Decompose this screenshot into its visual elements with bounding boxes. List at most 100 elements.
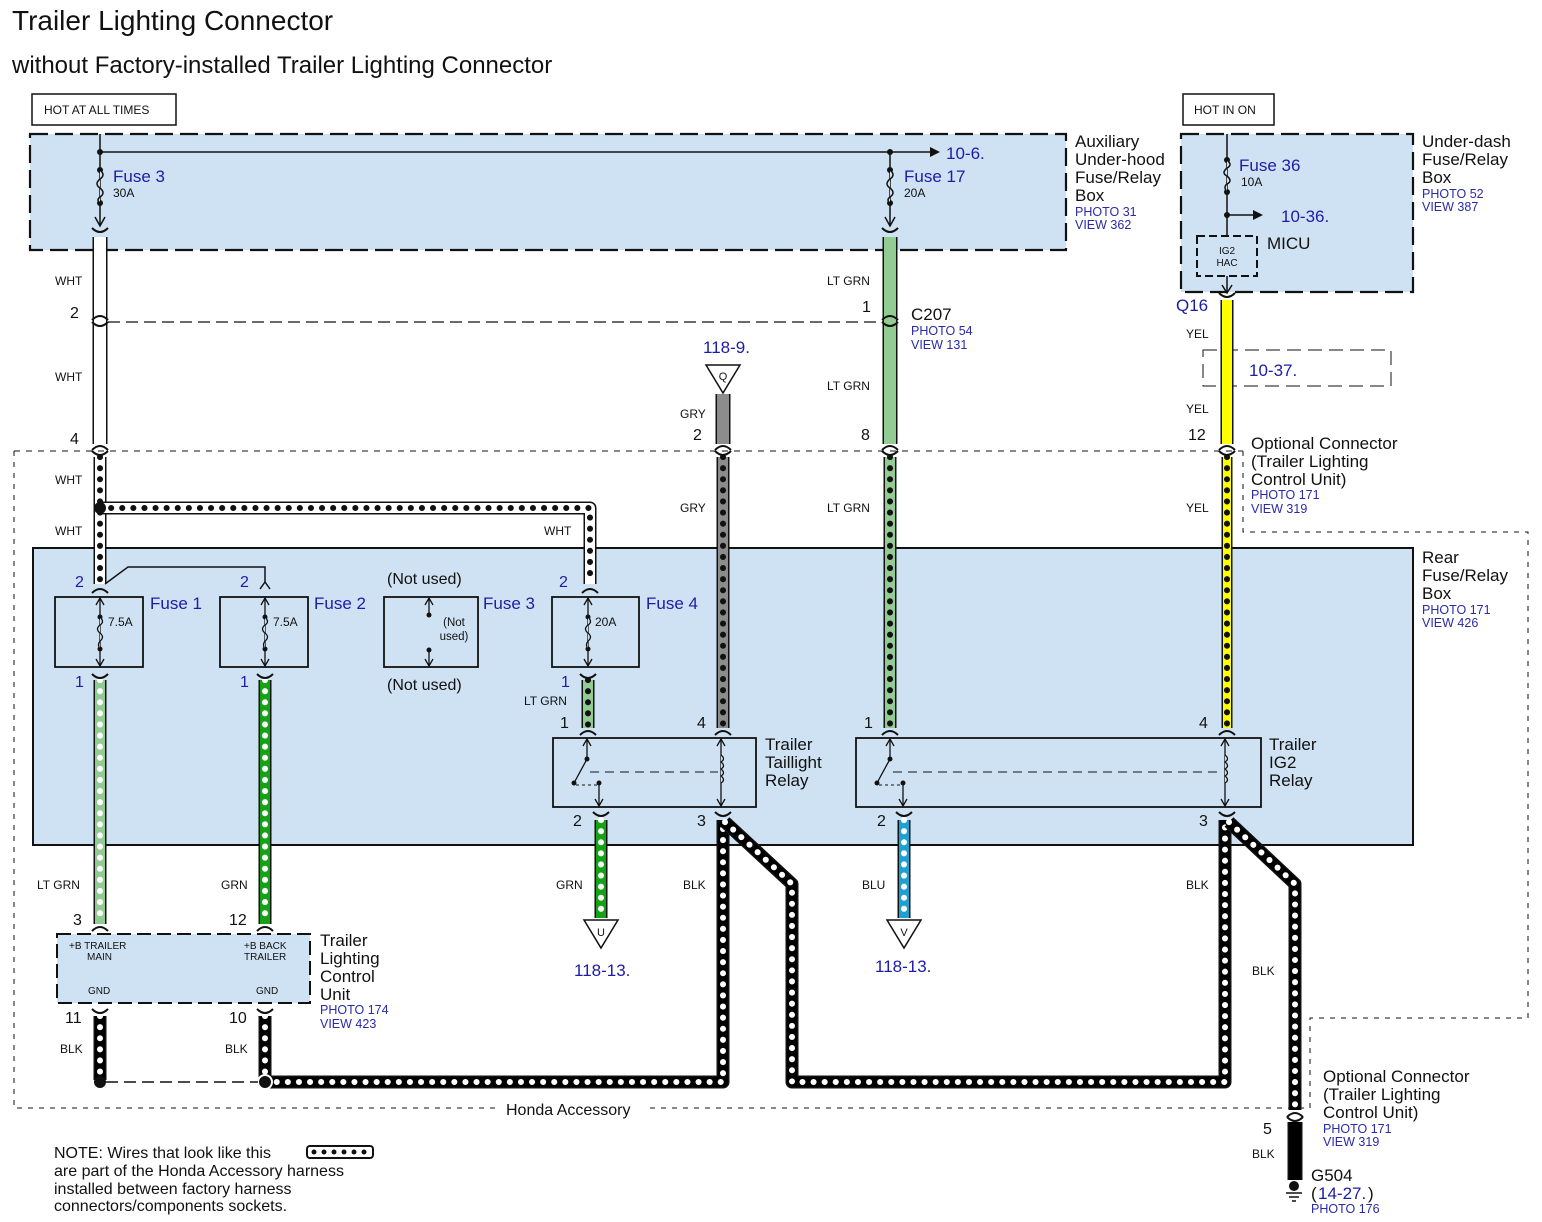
ig2-relay-name-3: Relay — [1269, 771, 1313, 790]
fuse-icon — [261, 616, 269, 650]
wire-color-label: YEL — [1186, 327, 1209, 341]
svg-text:(Not: (Not — [443, 617, 466, 629]
svg-text:GND: GND — [256, 986, 278, 997]
connector-cap — [1218, 811, 1236, 817]
rear-box-name-2: Fuse/Relay — [1422, 566, 1508, 585]
accessory-wire-sample-icon — [306, 1145, 374, 1159]
rear-box-name-1: Rear — [1422, 548, 1459, 567]
ref-118-9: 118-9. — [703, 338, 750, 357]
note-line-4: connectors/components sockets. — [54, 1198, 287, 1215]
fuse-17-label: Fuse 17 — [904, 167, 965, 186]
pin-number: 2 — [70, 305, 79, 322]
aux-box-name-2: Under-hood — [1075, 150, 1165, 169]
fuse-17-rating: 20A — [904, 186, 925, 200]
connector-cap — [881, 321, 899, 327]
connector-cap — [91, 673, 109, 679]
connector-cap — [1218, 450, 1236, 456]
terminal-u-icon: U — [582, 919, 620, 950]
wire-color-label: WHT — [55, 274, 83, 288]
acc-wire-wht-branch — [97, 501, 597, 587]
terminal-q-icon: Q — [704, 364, 742, 395]
note-line-1: NOTE: Wires that look like this — [54, 1145, 271, 1162]
honda-accessory-region — [13, 451, 1529, 1109]
relay-coil-icon — [719, 754, 725, 784]
svg-text:1: 1 — [560, 715, 569, 732]
wire-color-label: BLK — [60, 1042, 83, 1056]
relay-coil-icon — [1223, 754, 1229, 784]
underdash-view: VIEW 387 — [1422, 200, 1478, 214]
connector-cap — [91, 315, 109, 321]
underdash-fuse-box: IG2 HAC Fuse 36 10A 10-36. MICU — [1179, 132, 1415, 295]
svg-text:Q: Q — [719, 371, 728, 383]
connector-cap — [91, 445, 109, 451]
svg-text:2: 2 — [877, 813, 886, 830]
pin-number: 12 — [1188, 427, 1206, 444]
svg-text:20A: 20A — [595, 615, 616, 629]
ground-photo: PHOTO 176 — [1311, 1202, 1380, 1216]
connector-cap — [881, 315, 899, 321]
svg-text:1: 1 — [864, 715, 873, 732]
wire-color-label: BLK — [1186, 878, 1209, 892]
svg-text:Fuse 1: Fuse 1 — [150, 594, 202, 613]
splice-dot — [94, 1076, 106, 1088]
q16-label: Q16 — [1176, 296, 1208, 315]
svg-text:HAC: HAC — [1216, 258, 1237, 269]
splice-dot — [94, 502, 106, 514]
svg-text:MAIN: MAIN — [87, 952, 112, 963]
wire-color-label: WHT — [55, 473, 83, 487]
connector-cap — [1218, 730, 1236, 736]
svg-text:4: 4 — [1199, 715, 1208, 732]
wire-color-label: LT GRN — [827, 379, 870, 393]
fuse-3-rating: 30A — [113, 186, 134, 200]
fuse-36-rating: 10A — [1241, 175, 1262, 189]
aux-box-name-4: Box — [1075, 186, 1105, 205]
svg-text:(Not used): (Not used) — [387, 571, 462, 588]
connector-cap — [579, 673, 597, 679]
micu-label: MICU — [1267, 234, 1310, 253]
svg-text:1: 1 — [561, 674, 570, 691]
c207-photo: PHOTO 54 — [911, 324, 973, 338]
svg-text:TRAILER: TRAILER — [244, 952, 286, 963]
connector-cap — [91, 450, 109, 456]
connector-cap — [256, 926, 274, 932]
wire-color-label: GRN — [556, 878, 583, 892]
wire-color-label: BLK — [1252, 1147, 1275, 1161]
svg-text:+B BACK: +B BACK — [244, 941, 287, 952]
svg-text:V: V — [900, 927, 908, 939]
svg-text:2: 2 — [75, 574, 84, 591]
connector-cap — [714, 450, 732, 456]
svg-text:3: 3 — [1199, 813, 1208, 830]
svg-text:2: 2 — [559, 574, 568, 591]
tlcu-name-2: Lighting — [320, 949, 380, 968]
wire-color-label: GRY — [680, 501, 706, 515]
svg-text:11: 11 — [65, 1010, 82, 1027]
rear-box-name-3: Box — [1422, 584, 1452, 603]
trailer-taillight-relay: 1 4 2 3 — [552, 715, 757, 830]
wire-color-label: BLK — [683, 878, 706, 892]
svg-text:3: 3 — [73, 912, 82, 929]
svg-text:Fuse 2: Fuse 2 — [314, 594, 366, 613]
wire-color-label: BLK — [1252, 964, 1275, 978]
optional-connector-bottom-name-1: Optional Connector — [1323, 1067, 1470, 1086]
note-line-2: are part of the Honda Accessory harness — [54, 1163, 344, 1180]
optional-connector-bottom-name-2: (Trailer Lighting — [1323, 1085, 1440, 1104]
underdash-name-1: Under-dash — [1422, 132, 1511, 151]
rear-box-photo: PHOTO 171 — [1422, 603, 1491, 617]
pin-number: 5 — [1263, 1121, 1272, 1138]
pin-number: 8 — [861, 427, 870, 444]
svg-text:7.5A: 7.5A — [108, 615, 133, 629]
connector-cap — [91, 1008, 109, 1014]
wire-color-label: YEL — [1186, 501, 1209, 515]
aux-box-name-1: Auxiliary — [1075, 132, 1140, 151]
underdash-photo: PHOTO 52 — [1422, 187, 1484, 201]
terminal-v-icon: V — [885, 919, 923, 950]
connector-cap — [581, 588, 599, 594]
wire-color-label: LT GRN — [827, 274, 870, 288]
svg-text:HOT IN ON: HOT IN ON — [1194, 103, 1256, 117]
trailer-ig2-relay: 1 4 2 3 — [855, 715, 1262, 830]
connector-cap — [91, 588, 109, 594]
connector-cap — [91, 227, 109, 233]
page-subtitle: without Factory-installed Trailer Lighti… — [11, 52, 552, 79]
taillight-relay-name-1: Trailer — [765, 735, 813, 754]
svg-text:1: 1 — [75, 674, 84, 691]
